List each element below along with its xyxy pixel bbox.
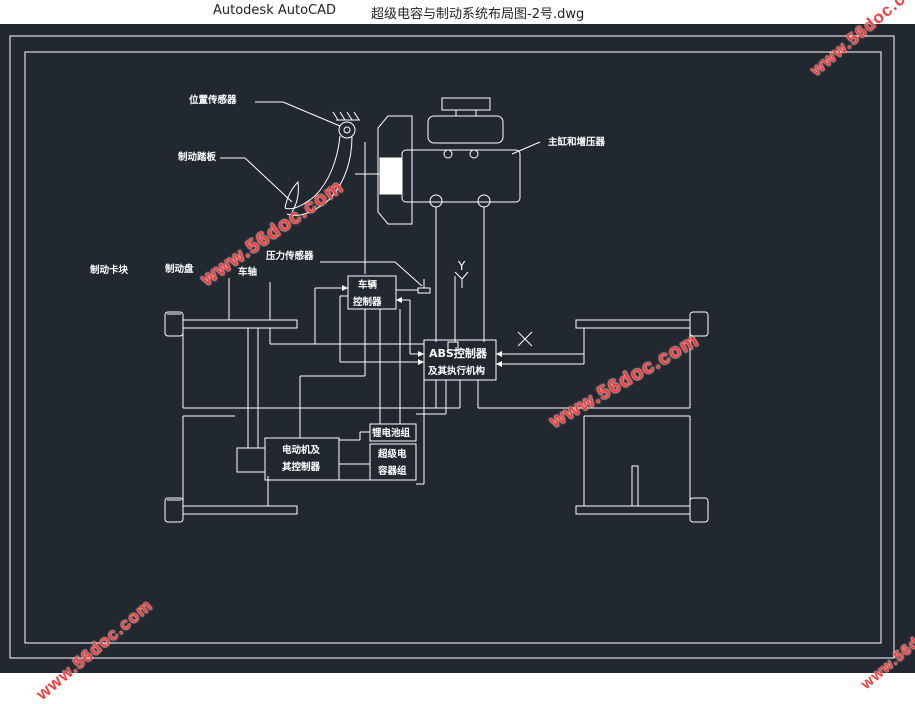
label-brake-pedal: 制动踏板 [178, 151, 217, 163]
title-bar: Autodesk AutoCAD 超级电容与制动系统布局图-2号.dwg [0, 0, 915, 24]
label-pressure-sensor: 压力传感器 [266, 250, 314, 262]
supercap-box [369, 443, 417, 481]
label-y: Y [457, 259, 466, 273]
label-brake-caliper: 制动卡块 [90, 264, 129, 276]
label-position-sensor: 位置传感器 [189, 94, 237, 106]
brake-pedal-assembly [220, 101, 380, 274]
inner-frame [24, 51, 882, 644]
left-front-wheel [164, 278, 298, 408]
label-vehicle-controller-1: 车辆 [358, 279, 378, 291]
label-abs-2: 及其执行机构 [428, 365, 486, 377]
left-rear-wheel [164, 416, 298, 523]
motor-box [236, 447, 266, 473]
label-motor-1: 电动机及 [282, 444, 321, 456]
label-abs-1: ABS控制器 [429, 346, 488, 360]
right-front-wheel [575, 311, 709, 408]
label-x: X [540, 349, 541, 351]
label-brake-disc: 制动盘 [165, 263, 194, 275]
right-rear-wheel [575, 416, 709, 523]
label-supercap-2: 容器组 [377, 465, 407, 477]
vehicle-controller-box [347, 275, 397, 310]
master-cylinder [401, 141, 541, 342]
label-master-cylinder: 主缸和增压器 [548, 136, 606, 148]
label-vehicle-controller-2: 控制器 [353, 296, 382, 308]
label-battery: 锂电池组 [372, 427, 411, 439]
label-motor-2: 其控制器 [282, 461, 321, 473]
reservoir [427, 97, 504, 144]
booster-plate [379, 157, 403, 195]
booster-bracket [377, 115, 413, 225]
cad-drawing: 位置传感器 制动踏板 主缸和增压器 制动卡块 制动盘 车轴 压力传感器 车辆 控… [9, 35, 895, 659]
pressure-sensor [320, 261, 431, 294]
drawing-canvas[interactable]: 位置传感器 制动踏板 主缸和增压器 制动卡块 制动盘 车轴 压力传感器 车辆 控… [0, 24, 915, 673]
outer-frame [9, 35, 895, 659]
label-supercap-1: 超级电 [377, 448, 407, 460]
label-axle: 车轴 [238, 266, 258, 278]
file-title: 超级电容与制动系统布局图-2号.dwg [371, 7, 585, 22]
app-title: Autodesk AutoCAD [213, 3, 337, 18]
